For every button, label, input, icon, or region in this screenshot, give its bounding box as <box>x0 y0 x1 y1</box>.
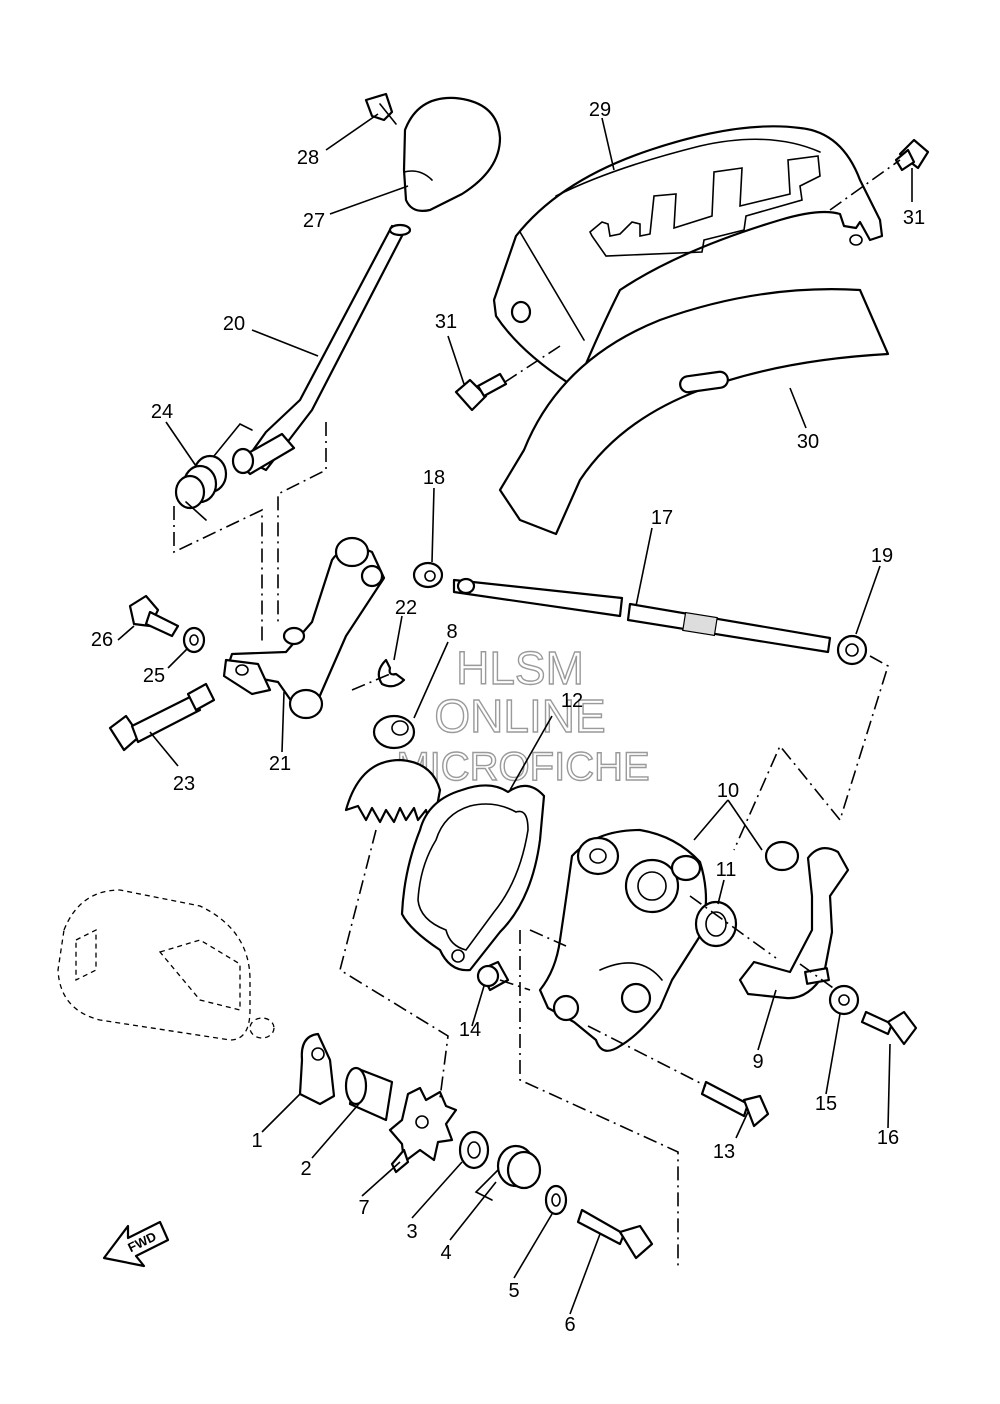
bolt-16 <box>860 1010 918 1046</box>
bolt-26 <box>128 594 180 638</box>
callout-30: 30 <box>797 431 819 453</box>
washer-5 <box>544 1184 568 1216</box>
gasket-12 <box>400 784 546 972</box>
callout-8: 8 <box>446 621 457 643</box>
lever-spring <box>174 422 253 521</box>
washer-15 <box>828 984 860 1016</box>
callout-24: 24 <box>151 401 173 423</box>
callout-9: 9 <box>752 1051 763 1073</box>
nut-19 <box>836 634 868 666</box>
gear-7 <box>388 1086 458 1174</box>
fwd-arrow: FWD <box>102 1220 170 1268</box>
callout-5: 5 <box>508 1280 519 1302</box>
knob-screw <box>364 92 397 125</box>
pivot-bolt-23 <box>108 682 216 752</box>
oil-seal-11 <box>694 900 738 948</box>
washer-25 <box>182 626 206 654</box>
shift-lever <box>231 223 412 476</box>
callout-18: 18 <box>423 467 445 489</box>
nut-18 <box>412 561 444 589</box>
shift-gate-cover <box>492 125 884 386</box>
callout-16: 16 <box>877 1127 899 1149</box>
callout-21: 21 <box>269 753 291 775</box>
callout-7: 7 <box>358 1197 369 1219</box>
callout-26: 26 <box>91 629 113 651</box>
leader-lines <box>117 113 913 1315</box>
callout-10: 10 <box>717 780 739 802</box>
screw-31-lower <box>454 372 508 412</box>
watermark-line-1: HLSM <box>456 642 584 694</box>
callout-31-upper: 31 <box>903 207 925 229</box>
cover-plate <box>498 288 890 536</box>
callout-25: 25 <box>143 665 165 687</box>
spring-4 <box>474 1144 542 1201</box>
callout-29: 29 <box>589 99 611 121</box>
washer-3 <box>458 1130 490 1170</box>
bolt-6 <box>576 1208 654 1260</box>
callout-22: 22 <box>395 597 417 619</box>
callout-14: 14 <box>459 1019 481 1041</box>
e-clip-22 <box>377 658 406 688</box>
callout-12: 12 <box>561 690 583 712</box>
callout-labels: 1 2 3 4 5 6 7 8 9 10 11 12 13 14 15 16 1… <box>91 99 925 1336</box>
shift-arm <box>222 536 386 720</box>
shift-rod <box>452 577 832 654</box>
callout-23: 23 <box>173 773 195 795</box>
callout-20: 20 <box>223 313 245 335</box>
assembly-lines <box>173 159 901 1270</box>
callout-4: 4 <box>440 1242 451 1264</box>
watermark-line-2: ONLINE <box>434 690 605 742</box>
callout-1: 1 <box>251 1130 262 1152</box>
housing-10 <box>538 828 708 1052</box>
callout-3: 3 <box>406 1221 417 1243</box>
screw-31-upper <box>894 138 930 172</box>
shift-sector-8 <box>344 714 442 824</box>
callout-11: 11 <box>716 859 737 881</box>
lever-arm-9 <box>738 840 850 1000</box>
callout-28: 28 <box>297 147 319 169</box>
shift-knob <box>402 96 502 212</box>
bolt-13 <box>700 1080 770 1128</box>
bushing-2 <box>344 1066 394 1122</box>
callout-19: 19 <box>871 545 893 567</box>
callout-15: 15 <box>815 1093 837 1115</box>
segment-1 <box>298 1032 336 1106</box>
shift-drum <box>57 889 275 1041</box>
callout-13: 13 <box>713 1141 735 1163</box>
callout-27: 27 <box>303 210 325 232</box>
dowel-14 <box>476 960 510 992</box>
callout-2: 2 <box>300 1158 311 1180</box>
callout-6: 6 <box>564 1314 575 1336</box>
callout-17: 17 <box>651 507 673 529</box>
callout-31-lower: 31 <box>435 311 457 333</box>
